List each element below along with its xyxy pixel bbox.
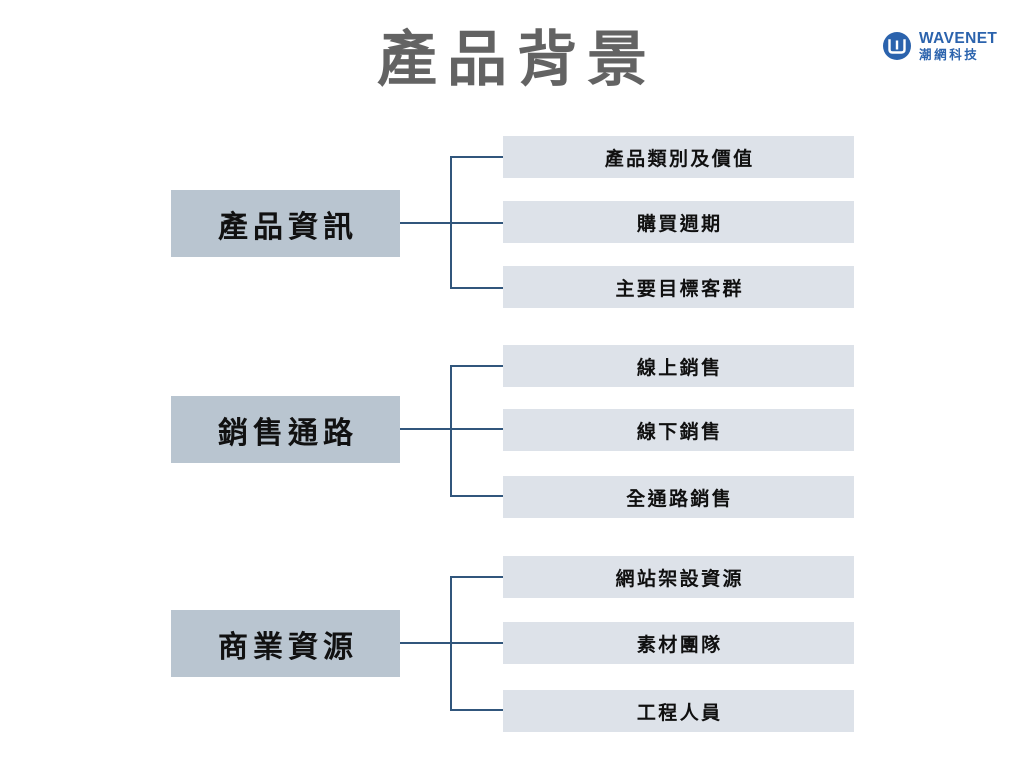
tree-child-label: 網站架設資源 xyxy=(615,568,744,590)
connector-branch-1-1 xyxy=(450,156,503,158)
connector-branch-1-3 xyxy=(450,287,503,289)
tree-parent-node-2[interactable]: 銷售通路 xyxy=(171,396,400,463)
connector-branch-3-3 xyxy=(450,709,503,711)
connector-spine-2 xyxy=(450,365,452,497)
tree-child-label: 全通路銷售 xyxy=(626,488,734,510)
tree-child-node-1-2[interactable]: 購買週期 xyxy=(503,201,854,243)
tree-child-label: 主要目標客群 xyxy=(615,278,744,300)
tree-child-label: 工程人員 xyxy=(636,702,723,724)
tree-child-node-1-3[interactable]: 主要目標客群 xyxy=(503,266,854,308)
page-title: 產品背景 xyxy=(377,26,657,93)
tree-child-label: 素材團隊 xyxy=(636,634,723,656)
connector-branch-2-1 xyxy=(450,365,503,367)
wavenet-logo: WAVENET 潮網科技 xyxy=(882,24,1010,68)
wavenet-circle-logo-icon xyxy=(882,31,912,61)
tree-parent-label: 銷售通路 xyxy=(218,416,358,450)
logo-name-en: WAVENET xyxy=(919,29,998,47)
connector-branch-2-2 xyxy=(450,428,503,430)
logo-wordmark: WAVENET 潮網科技 xyxy=(919,29,998,62)
connector-branch-3-1 xyxy=(450,576,503,578)
tree-child-node-2-1[interactable]: 線上銷售 xyxy=(503,345,854,387)
connector-branch-1-2 xyxy=(450,222,503,224)
tree-child-node-3-3[interactable]: 工程人員 xyxy=(503,690,854,732)
tree-parent-node-3[interactable]: 商業資源 xyxy=(171,610,400,677)
tree-parent-node-1[interactable]: 產品資訊 xyxy=(171,190,400,257)
tree-parent-label: 產品資訊 xyxy=(218,210,358,244)
tree-child-node-3-2[interactable]: 素材團隊 xyxy=(503,622,854,664)
tree-child-node-1-1[interactable]: 產品類別及價值 xyxy=(503,136,854,178)
connector-branch-3-2 xyxy=(450,642,503,644)
tree-parent-label: 商業資源 xyxy=(218,630,358,664)
tree-child-node-3-1[interactable]: 網站架設資源 xyxy=(503,556,854,598)
connector-trunk-1 xyxy=(400,222,451,224)
tree-child-node-2-2[interactable]: 線下銷售 xyxy=(503,409,854,451)
logo-name-zh: 潮網科技 xyxy=(919,48,980,62)
tree-child-label: 線下銷售 xyxy=(636,421,723,443)
tree-child-label: 線上銷售 xyxy=(636,357,723,379)
connector-branch-2-3 xyxy=(450,495,503,497)
connector-trunk-3 xyxy=(400,642,451,644)
tree-child-label: 購買週期 xyxy=(636,213,723,235)
tree-child-node-2-3[interactable]: 全通路銷售 xyxy=(503,476,854,518)
connector-trunk-2 xyxy=(400,428,451,430)
tree-child-label: 產品類別及價值 xyxy=(604,148,755,170)
